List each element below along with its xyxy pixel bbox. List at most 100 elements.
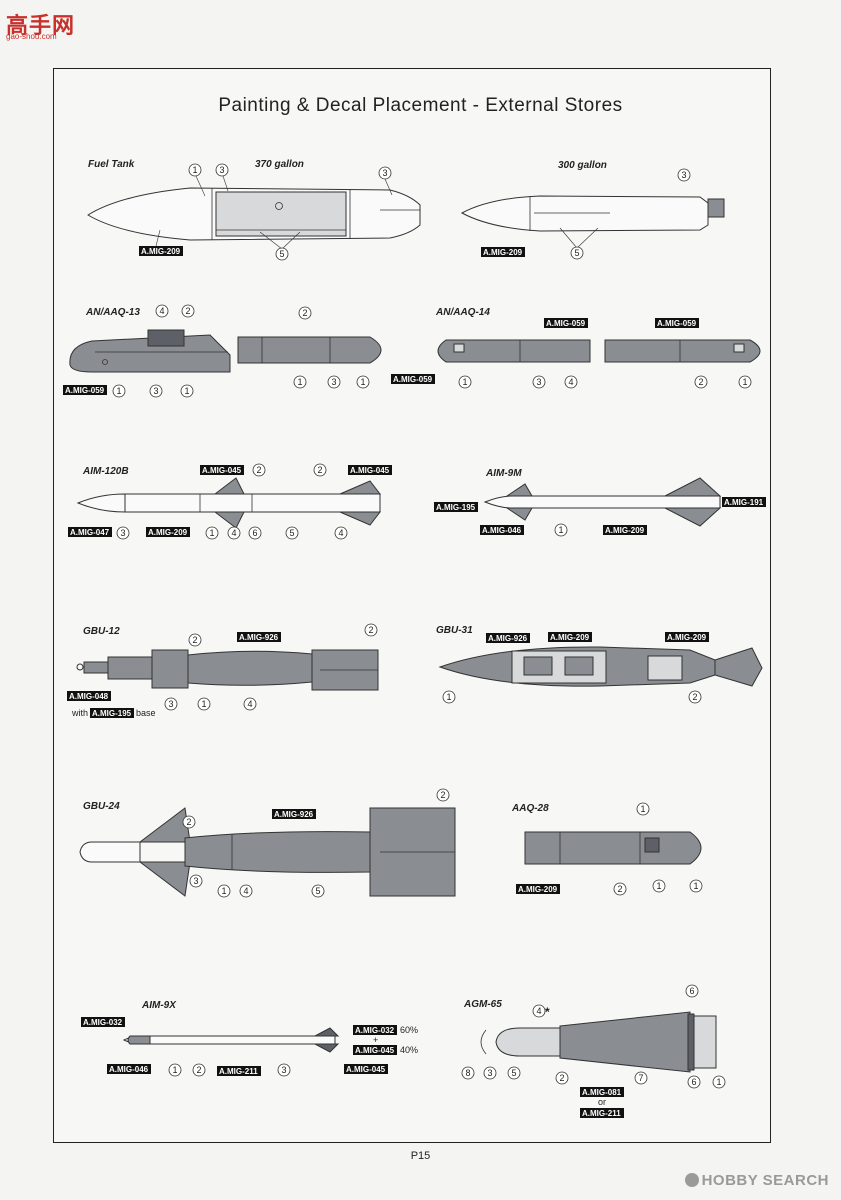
callout: 1: [188, 163, 202, 177]
callout: 3: [164, 697, 178, 711]
an-aaq-13-left: [69, 329, 231, 373]
svg-text:A.MIG-191: A.MIG-191: [724, 498, 764, 507]
callouts: 1 3 3 5 3 5 4 2 1 3 1 2 1 3 1 1 3 4 2 1 …: [112, 163, 752, 1089]
svg-text:2: 2: [192, 635, 197, 645]
watermark: HOBBY SEARCH: [684, 1172, 829, 1189]
paint-tag: A.MIG-926: [237, 632, 281, 642]
an-aaq-13-right: [237, 336, 382, 364]
store-label-an-aaq-13: AN/AAQ-13: [85, 307, 140, 318]
svg-text:1: 1: [116, 386, 121, 396]
fuel-tank-300: [460, 195, 725, 232]
svg-text:2: 2: [617, 884, 622, 894]
svg-text:3: 3: [193, 876, 198, 886]
aim-9m: [483, 477, 722, 527]
svg-text:A.MIG-211: A.MIG-211: [219, 1067, 258, 1076]
agm-65: [480, 1011, 717, 1073]
svg-text:2: 2: [559, 1073, 564, 1083]
svg-text:1: 1: [192, 165, 197, 175]
svg-text:5: 5: [315, 886, 320, 896]
note-60-percent: 60%: [400, 1025, 418, 1035]
svg-text:1: 1: [184, 386, 189, 396]
svg-text:A.MIG-209: A.MIG-209: [141, 247, 181, 256]
callout: 3: [116, 526, 130, 540]
callout: 6: [685, 984, 699, 998]
callout: 4: [532, 1004, 546, 1018]
fuel-tank-370: [87, 187, 421, 241]
paint-tag: A.MIG-209: [481, 247, 525, 257]
callout: 1: [738, 375, 752, 389]
svg-text:A.MIG-926: A.MIG-926: [488, 634, 528, 643]
svg-text:7: 7: [638, 1073, 643, 1083]
callout: 1: [356, 375, 370, 389]
svg-text:A.MIG-081: A.MIG-081: [582, 1088, 622, 1097]
aaq-28: [524, 831, 702, 865]
svg-text:1: 1: [716, 1077, 721, 1087]
store-label-gbu-24: GBU-24: [83, 801, 120, 812]
callout: 2: [313, 463, 327, 477]
svg-text:A.MIG-045: A.MIG-045: [202, 466, 242, 475]
callout: 3: [483, 1066, 497, 1080]
svg-text:1: 1: [693, 881, 698, 891]
svg-text:1: 1: [209, 528, 214, 538]
svg-text:A.MIG-045: A.MIG-045: [346, 1065, 386, 1074]
callout: 8: [461, 1066, 475, 1080]
paint-tag: A.MIG-209: [603, 525, 647, 535]
callout: 2: [188, 633, 202, 647]
svg-text:A.MIG-048: A.MIG-048: [69, 692, 109, 701]
svg-text:1: 1: [172, 1065, 177, 1075]
paint-tag: A.MIG-045: [353, 1045, 397, 1055]
svg-text:5: 5: [574, 248, 579, 258]
svg-text:3: 3: [168, 699, 173, 709]
callout: 4: [239, 884, 253, 898]
svg-text:5: 5: [511, 1068, 516, 1078]
paint-tags: A.MIG-209 A.MIG-209 A.MIG-059 A.MIG-059 …: [63, 246, 766, 1118]
svg-text:3: 3: [331, 377, 336, 387]
svg-text:2: 2: [698, 377, 703, 387]
paint-tag: A.MIG-046: [107, 1064, 151, 1074]
svg-text:5: 5: [289, 528, 294, 538]
callout: 3: [327, 375, 341, 389]
paint-tag: A.MIG-059: [655, 318, 699, 328]
svg-text:6: 6: [689, 986, 694, 996]
an-aaq-14-right: [604, 339, 761, 363]
store-label-gbu-31: GBU-31: [436, 625, 473, 636]
svg-text:A.MIG-059: A.MIG-059: [393, 375, 433, 384]
svg-text:1: 1: [656, 881, 661, 891]
svg-text:1: 1: [201, 699, 206, 709]
svg-text:2: 2: [317, 465, 322, 475]
callout: 3: [149, 384, 163, 398]
callout: 2: [192, 1063, 206, 1077]
callout: 1: [180, 384, 194, 398]
caption-370-gallon: 370 gallon: [255, 159, 304, 170]
svg-text:4: 4: [231, 528, 236, 538]
paint-tag: A.MIG-209: [139, 246, 183, 256]
svg-text:2: 2: [368, 625, 373, 635]
paint-tag: A.MIG-211: [217, 1066, 261, 1076]
callout: 1: [458, 375, 472, 389]
svg-text:4: 4: [243, 886, 248, 896]
svg-text:4: 4: [568, 377, 573, 387]
svg-text:1: 1: [742, 377, 747, 387]
svg-text:A.MIG-209: A.MIG-209: [518, 885, 558, 894]
callout: 4: [334, 526, 348, 540]
store-label-gbu-12: GBU-12: [83, 626, 120, 637]
callout: 1: [652, 879, 666, 893]
callout: 1: [636, 802, 650, 816]
svg-text:A.MIG-926: A.MIG-926: [274, 810, 314, 819]
paint-tag: A.MIG-047: [68, 527, 112, 537]
callout: 2: [182, 815, 196, 829]
svg-text:6: 6: [252, 528, 257, 538]
svg-text:2: 2: [185, 306, 190, 316]
callout: 1: [554, 523, 568, 537]
callout: 3: [215, 163, 229, 177]
callout: 5: [507, 1066, 521, 1080]
svg-text:A.MIG-195: A.MIG-195: [92, 709, 132, 718]
gbu-31: [438, 646, 763, 687]
svg-text:3: 3: [382, 168, 387, 178]
svg-text:A.MIG-211: A.MIG-211: [582, 1109, 621, 1118]
site-logo: 高手网 gao-shou.com: [6, 8, 76, 41]
callout: 5: [570, 246, 584, 260]
paint-tag: A.MIG-045: [348, 465, 392, 475]
paint-tag: A.MIG-059: [544, 318, 588, 328]
callout: 4: [155, 304, 169, 318]
